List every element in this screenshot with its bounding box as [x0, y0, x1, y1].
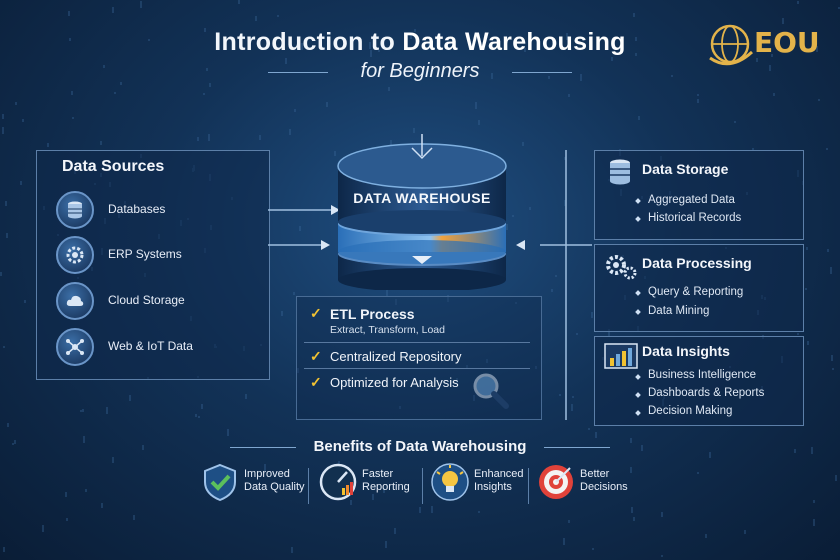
storage-item: Aggregated Data: [648, 194, 735, 206]
benefits-title: Benefits of Data Warehousing: [313, 438, 527, 455]
cloud-icon: [56, 282, 94, 320]
centralized-repository: Centralized Repository: [330, 349, 462, 364]
benefit-label: Better Decisions: [580, 468, 628, 494]
benefits-line-right: [544, 447, 610, 448]
bar-chart-icon: [604, 343, 638, 369]
data-processing-title: Data Processing: [642, 255, 752, 271]
data-sources-title: Data Sources: [62, 158, 165, 175]
etl-title: ETL Process: [330, 306, 415, 322]
benefit-line2: Insights: [474, 481, 512, 493]
source-label: Web & IoT Data: [108, 339, 193, 353]
benefit-line2: Reporting: [362, 481, 410, 493]
page-title: Introduction to Data Warehousing: [0, 28, 840, 57]
check-icon: ✓: [310, 305, 322, 321]
etl-subtitle: Extract, Transform, Load: [330, 324, 445, 336]
benefit-separator: [422, 468, 423, 504]
page-subtitle: for Beginners: [360, 60, 480, 82]
shield-check-icon: [204, 463, 236, 502]
divider: [304, 368, 530, 369]
insights-item: Dashboards & Reports: [648, 387, 765, 399]
network-icon: [56, 328, 94, 366]
source-label: ERP Systems: [108, 247, 182, 261]
divider: [304, 342, 530, 343]
erp-icon: [56, 236, 94, 274]
magnifier-icon: [473, 373, 509, 409]
subtitle-line-right: [512, 72, 572, 73]
benefit-data-quality: Improved Data Quality: [200, 462, 350, 508]
source-item-erp: ERP Systems: [56, 236, 226, 276]
benefit-line1: Improved: [244, 468, 290, 480]
target-icon: [539, 465, 573, 499]
speedometer-icon: [319, 463, 357, 501]
data-insights-title: Data Insights: [642, 343, 730, 359]
optimized-for-analysis: Optimized for Analysis: [330, 375, 459, 390]
benefit-separator: [308, 468, 309, 504]
gears-icon: [606, 255, 637, 280]
insights-item: Business Intelligence: [648, 369, 757, 381]
logo-text: EOU: [754, 26, 820, 59]
insights-item: Decision Making: [648, 405, 733, 417]
lightbulb-icon: [431, 463, 469, 501]
check-icon: ✓: [310, 374, 322, 390]
data-processing-panel: [594, 244, 804, 332]
benefit-enhanced-insights: Enhanced Insights: [430, 462, 580, 508]
benefits-line-left: [230, 447, 296, 448]
benefit-label: Faster Reporting: [362, 468, 410, 494]
source-item-cloud: Cloud Storage: [56, 282, 226, 322]
benefit-better-decisions: Better Decisions: [536, 462, 686, 508]
check-icon: ✓: [310, 348, 322, 364]
storage-item: Historical Records: [648, 212, 742, 224]
data-warehouse-cylinder: [337, 134, 507, 290]
source-item-databases: Databases: [56, 191, 226, 231]
benefit-line2: Decisions: [580, 481, 628, 493]
processing-item: Data Mining: [648, 305, 710, 317]
storage-database-icon: [610, 159, 630, 185]
warehouse-label: DATA WAREHOUSE: [353, 190, 491, 206]
benefit-separator: [528, 468, 529, 504]
benefit-faster-reporting: Faster Reporting: [318, 462, 468, 508]
arrow-icon: [321, 240, 330, 250]
processing-item: Query & Reporting: [648, 286, 744, 298]
subtitle-line-left: [268, 72, 328, 73]
benefit-label: Enhanced Insights: [474, 468, 524, 494]
source-label: Databases: [108, 202, 166, 216]
benefit-label: Improved Data Quality: [244, 468, 305, 494]
benefit-line1: Faster: [362, 468, 394, 480]
arrow-icon: [516, 240, 525, 250]
arrow-icon: [331, 205, 340, 215]
database-icon: [56, 191, 94, 229]
data-storage-title: Data Storage: [642, 161, 729, 177]
benefit-line1: Enhanced: [474, 468, 524, 480]
source-item-web-iot: Web & IoT Data: [56, 328, 226, 368]
source-label: Cloud Storage: [108, 293, 185, 307]
title-highlight: Data Warehousing: [402, 28, 626, 56]
benefit-line2: Data Quality: [244, 481, 305, 493]
title-prefix: Introduction to: [214, 28, 396, 56]
benefit-line1: Better: [580, 468, 610, 480]
eou-logo: [709, 24, 754, 66]
